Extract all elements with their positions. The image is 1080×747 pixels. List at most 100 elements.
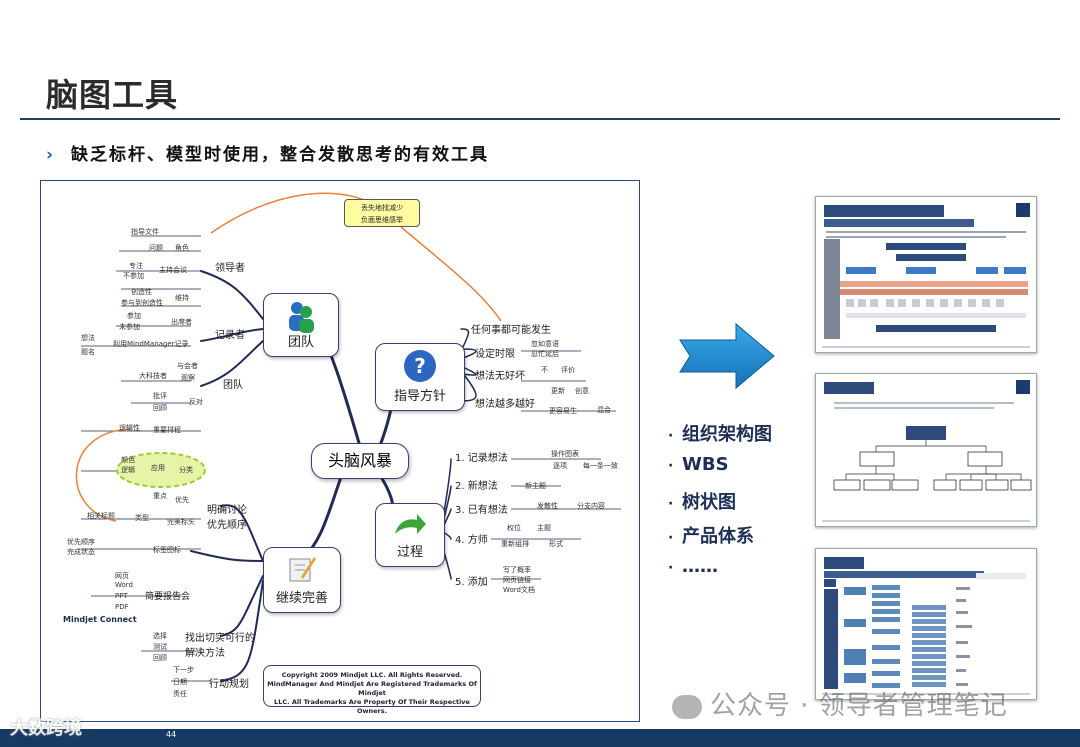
subbranch-label: 记录者	[215, 330, 245, 341]
leaf-label: 专注	[129, 262, 143, 270]
leaf-label: 应用	[151, 464, 165, 472]
mindmap-branch-guidelines: ? 指导方针	[375, 343, 465, 411]
leaf-label: 重点	[153, 492, 167, 500]
page-title: 脑图工具	[46, 76, 179, 114]
leaf-label: 分支内容	[577, 502, 605, 510]
footer-bar	[0, 729, 1080, 747]
leaf-label: 形式	[549, 540, 563, 548]
subbranch-label: 5. 添加	[455, 577, 488, 588]
logo-mark-icon	[1016, 380, 1030, 394]
leaf-label: 选择	[153, 632, 167, 640]
bullet-dot: ·	[668, 496, 674, 512]
subtitle: › 缺乏标杆、模型时使用，整合发散思考的有效工具	[46, 140, 489, 165]
leaf-label: 操作图表	[551, 450, 579, 458]
leaf-label: 相关标题	[87, 512, 115, 520]
leaf-label: Word文档	[503, 586, 535, 594]
mindjet-brand: Mindjet Connect	[63, 615, 137, 624]
leaf-label: 标签图标	[153, 546, 181, 554]
bullet-dot: ·	[668, 458, 674, 474]
leaf-label: 类型	[135, 514, 149, 522]
chevron-right-icon: ›	[46, 145, 56, 165]
leaf-label: 观察	[181, 374, 195, 382]
bullet-dot: ·	[668, 428, 674, 444]
leaf-label: 逻辑	[121, 466, 135, 474]
leaf-label: 忽如意语	[531, 340, 559, 348]
list-item-label: WBS	[682, 454, 729, 475]
subbranch-label: 设定时限	[475, 349, 515, 360]
mindmap-image: 丢失地找减少 负面思维感举 头脑风暴 团队 ? 指导方针 过程 继续完善 领导者	[40, 180, 640, 722]
leaf-label: 测试	[153, 643, 167, 651]
mindmap-branch-team: 团队	[263, 293, 339, 357]
tree-diagram-graphic	[824, 573, 1026, 689]
leaf-label: 主题	[537, 524, 551, 532]
leaf-label: 评价	[561, 366, 575, 374]
leaf-label: 回顾	[153, 654, 167, 662]
subtitle-text: 缺乏标杆、模型时使用，整合发散思考的有效工具	[71, 145, 490, 165]
subbranch-label: 3. 已有想法	[455, 505, 508, 516]
svg-text:?: ?	[414, 354, 426, 378]
page-number: 44	[166, 730, 177, 739]
leaf-label: 大科技者	[139, 372, 167, 380]
subbranch-label: 4. 方师	[455, 535, 488, 546]
leaf-label: 责任	[173, 690, 187, 698]
watermark-left: 大数跨境	[10, 718, 82, 739]
green-arrow-icon	[395, 514, 426, 534]
branch-label: 继续完善	[275, 591, 328, 606]
mindmap-copyright: Copyright 2009 Mindjet LLC. All Rights R…	[263, 665, 481, 715]
thumbnail-org-chart	[815, 373, 1037, 527]
leaf-label: 更容易生	[549, 407, 577, 415]
list-item: · 树状图	[668, 488, 772, 522]
leaf-label: PPT	[115, 592, 128, 600]
branch-label: 团队	[287, 335, 314, 350]
leaf-label: 完美标头	[167, 518, 195, 526]
leaf-label: 逐项	[553, 462, 567, 470]
leaf-label: 颜色	[121, 456, 135, 464]
mindmap-callout: 丢失地找减少 负面思维感举	[344, 199, 420, 227]
logo-mark-icon	[1016, 203, 1030, 217]
list-item-label: 树状图	[682, 492, 736, 513]
leaf-label: 下一步	[173, 666, 194, 674]
leaf-label: 与会者	[177, 362, 198, 370]
leaf-label: 权位	[507, 524, 521, 532]
leaf-label: 维持	[175, 294, 189, 302]
bullet-dot: ·	[668, 530, 674, 546]
leaf-label: 新主题	[525, 482, 546, 490]
leaf-label: 创意	[575, 387, 589, 395]
leaf-label: 题名	[81, 348, 95, 356]
leaf-label: 不参加	[123, 272, 144, 280]
leaf-label: 完成状态	[67, 548, 95, 556]
subbranch-label: 领导者	[215, 263, 245, 274]
leaf-label: 重要排程	[153, 426, 181, 434]
leaf-label: 角色	[175, 244, 189, 252]
watermark-right-text: 公众号 · 领导者管理笔记	[710, 691, 1008, 721]
leaf-label: 网页链接	[503, 576, 531, 584]
tool-list: ·组织架构图 · WBS · 树状图 ·产品体系 · ……	[668, 420, 772, 590]
list-item: · WBS	[668, 454, 772, 488]
team-people-icon	[289, 302, 314, 333]
leaf-label: 出席者	[171, 318, 192, 326]
leaf-label: 批评	[153, 392, 167, 400]
leaf-label: 发散性	[537, 502, 558, 510]
notepad-pencil-icon	[289, 557, 316, 582]
subbranch-label: 简要报告会	[145, 592, 191, 602]
leaf-label: 参与到创造性	[121, 299, 163, 307]
leaf-label: 不	[541, 366, 548, 374]
list-item-label: ……	[682, 556, 718, 577]
leaf-label: 分类	[179, 466, 193, 474]
list-item: ·组织架构图	[668, 420, 772, 454]
leaf-label: 问题	[149, 244, 163, 252]
mindmap-central-node: 头脑风暴	[311, 443, 409, 479]
leaf-label: 日期	[173, 678, 187, 686]
leaf-label: 写了概率	[503, 566, 531, 574]
mindmap-branch-process: 过程	[375, 503, 445, 567]
branch-label: 过程	[396, 545, 423, 560]
subbranch-label: 想法越多越好	[475, 399, 535, 410]
leaf-label: 混合	[597, 406, 611, 414]
leaf-label: Word	[115, 581, 133, 589]
subbranch-label: 明确讨论优先顺序	[207, 505, 247, 531]
copyright-line: MindManager And Mindjet Are Registered T…	[267, 680, 477, 697]
leaf-label: 想法	[81, 334, 95, 342]
list-item: ·产品体系	[668, 522, 772, 556]
leaf-label: 利用MindManager记录	[113, 340, 189, 348]
subbranch-label: 1. 记录想法	[455, 453, 508, 464]
